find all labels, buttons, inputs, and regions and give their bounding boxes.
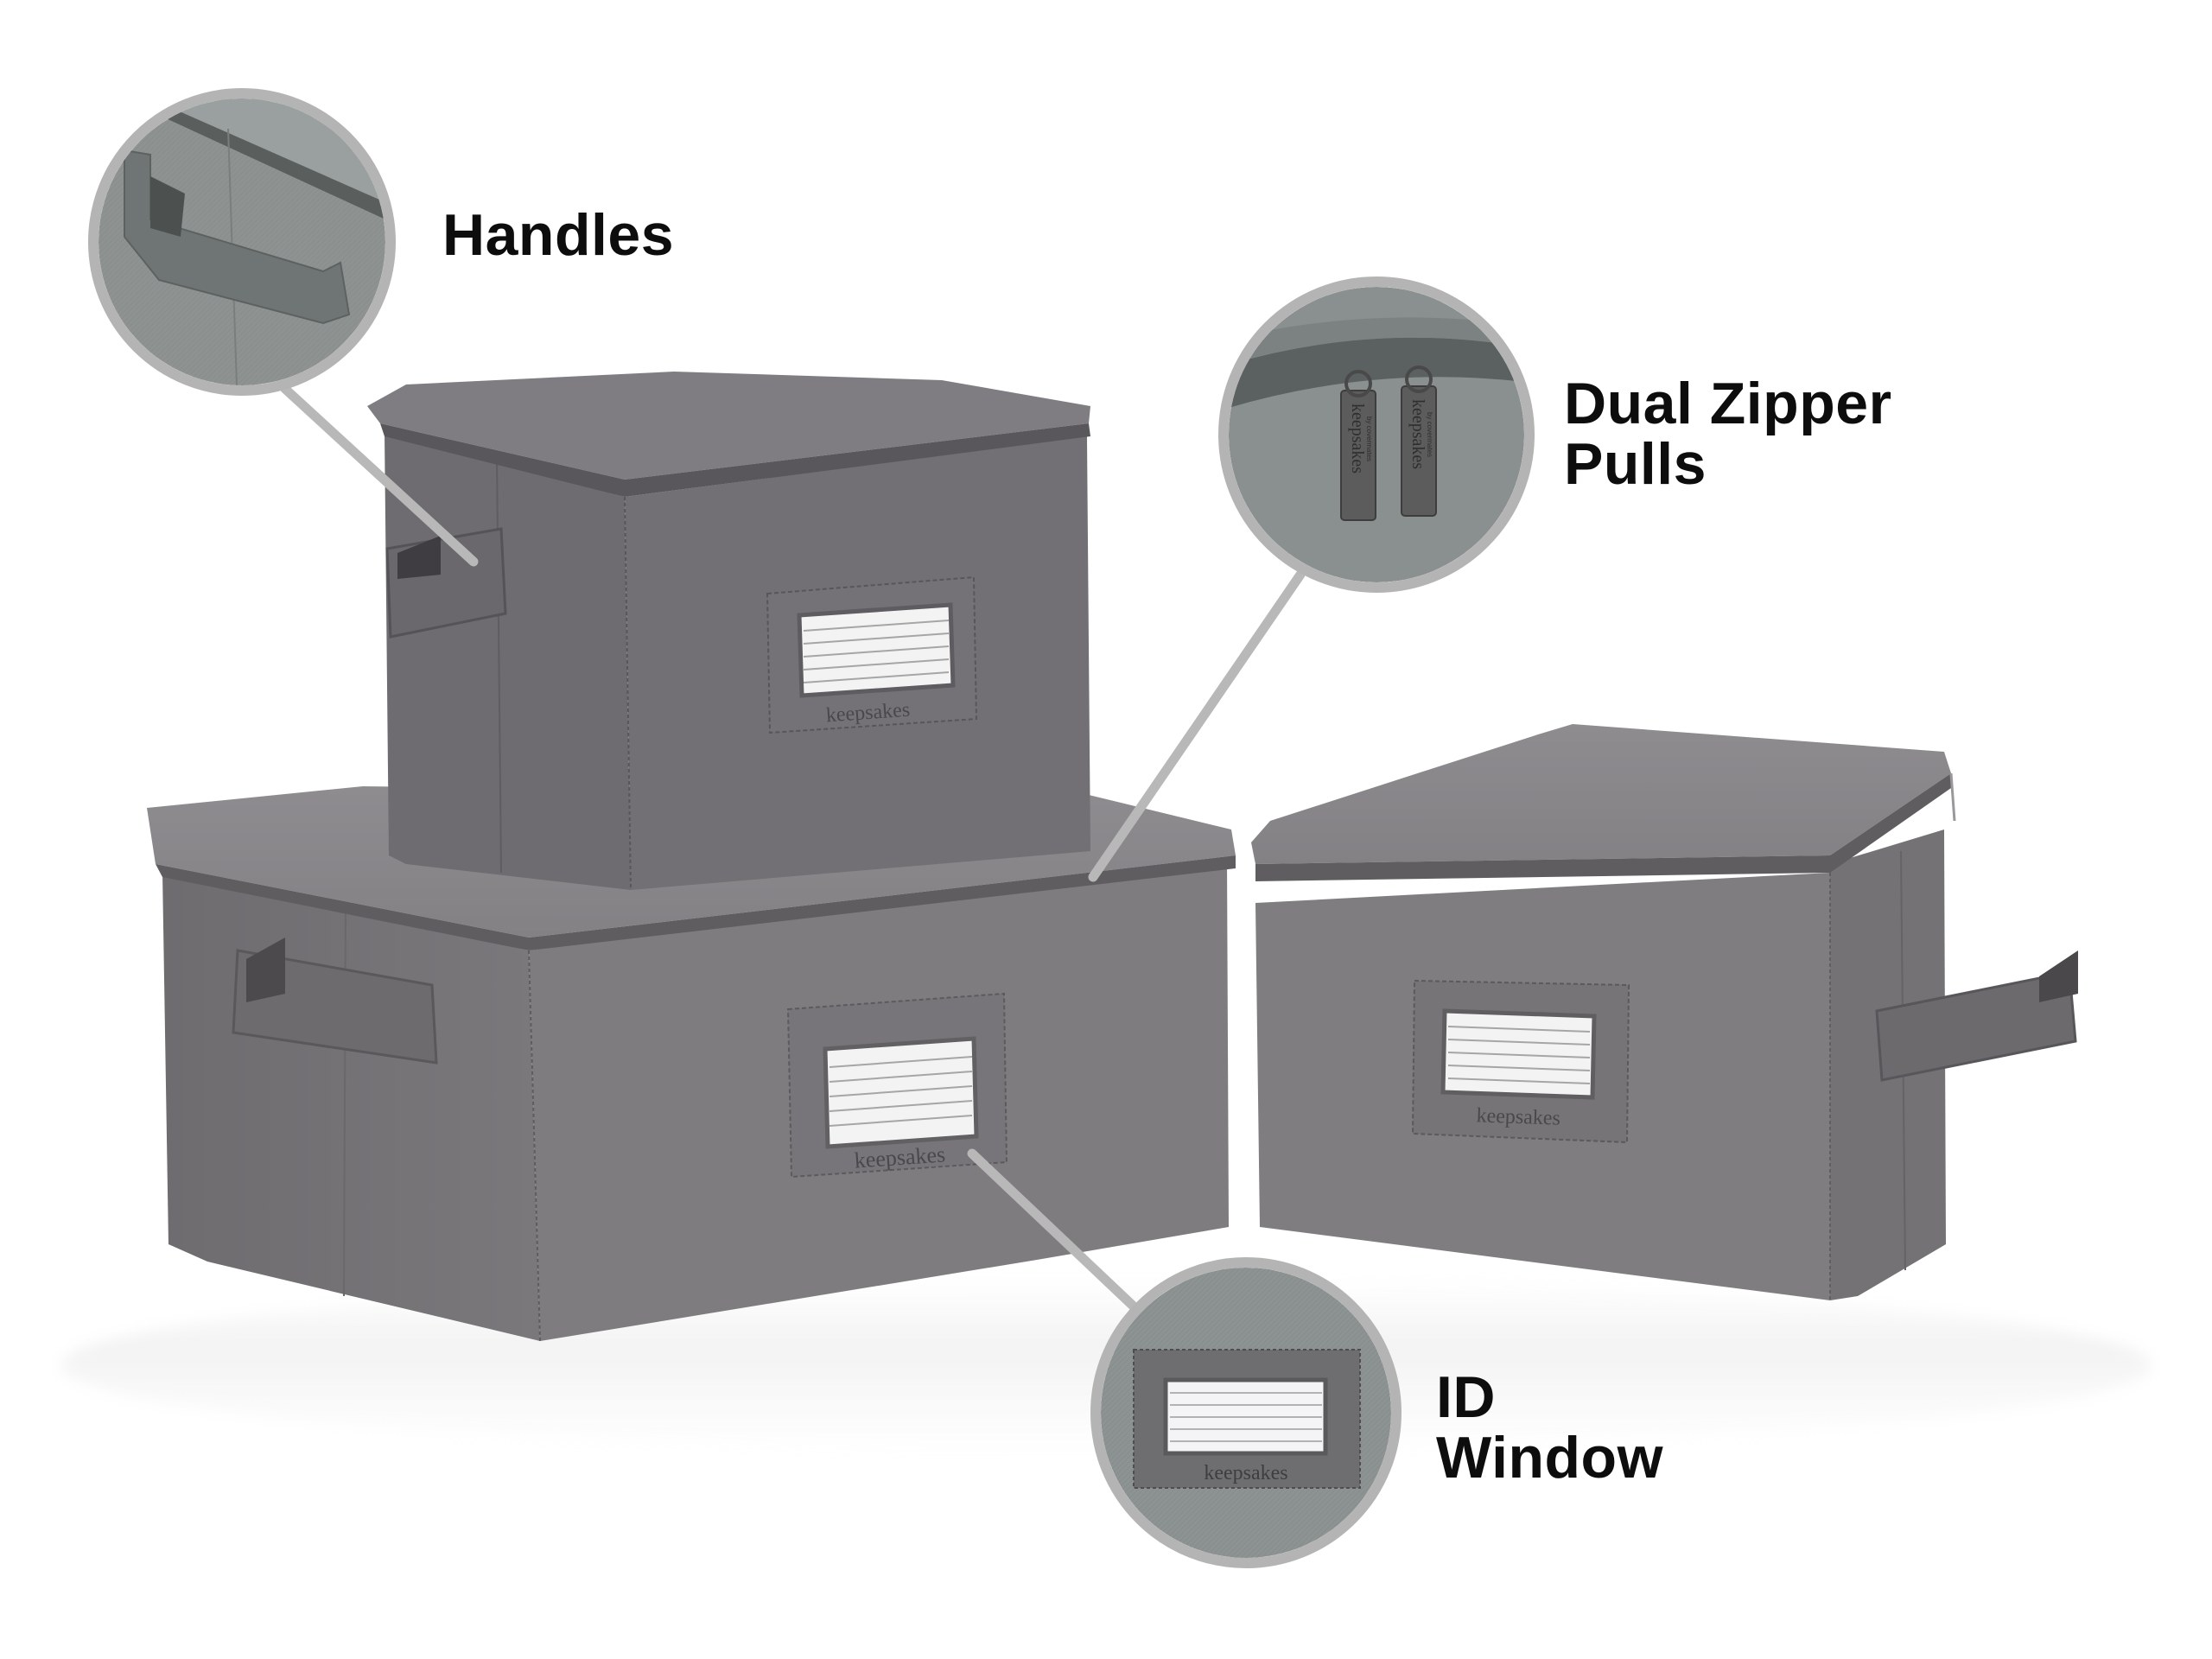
id-window-closeup-image: keepsakes [1101, 1268, 1391, 1558]
zipper-pull-left-text: keepsakes [1348, 404, 1367, 474]
zipper-label-line2: Pulls [1564, 431, 1707, 497]
id-window-closeup-brand: keepsakes [1204, 1462, 1287, 1484]
zipper-pulls-closeup: keepsakes keepsakes by covermates by cov… [1218, 276, 1535, 593]
id-window-connector-line [967, 1148, 1139, 1312]
handles-label-text: Handles [442, 202, 675, 268]
id-window-callout-label: ID Window [1436, 1367, 1663, 1488]
zipper-callout-label: Dual Zipper Pulls [1564, 373, 1892, 494]
handles-callout-label: Handles [442, 205, 674, 265]
id-window-closeup: keepsakes [1090, 1257, 1402, 1568]
zipper-pull-right-text: keepsakes [1408, 399, 1427, 469]
zipper-pull-left-subtext: by covermates [1365, 416, 1373, 461]
zipper-pull-right-subtext: by covermates [1426, 412, 1433, 457]
medium-box-brand-text: keepsakes [1476, 1104, 1560, 1129]
medium-box-id-label [1411, 979, 1630, 1144]
zipper-pull-left [1340, 370, 1376, 521]
id-window-label-line1: ID [1436, 1364, 1496, 1430]
medium-box [1251, 724, 2078, 1300]
large-box-id-label [786, 992, 1008, 1179]
zipper-pull-right [1401, 365, 1437, 517]
handle-closeup-image [99, 99, 385, 385]
handles-closeup [88, 88, 396, 396]
zipper-label-line1: Dual Zipper [1564, 371, 1892, 436]
small-box-id-label [766, 575, 978, 734]
zipper-connector-line [1088, 569, 1306, 882]
id-window-label-line2: Window [1436, 1425, 1663, 1491]
handles-connector-line [280, 384, 479, 567]
zipper-closeup-image: keepsakes keepsakes by covermates by cov… [1229, 287, 1524, 582]
small-stacked-box [367, 372, 1090, 891]
